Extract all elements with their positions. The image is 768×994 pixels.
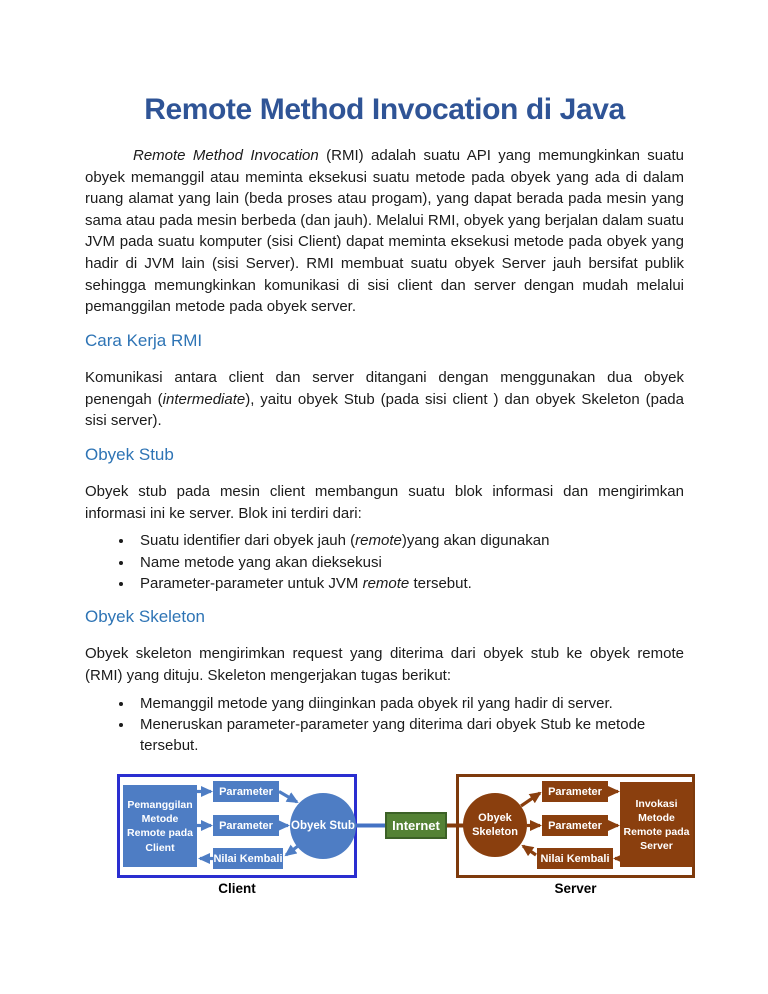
- client-return-box: Nilai Kembali: [213, 848, 283, 870]
- list-item: Name metode yang akan dieksekusi: [134, 552, 684, 573]
- client-label: Client: [218, 881, 256, 897]
- stub-bullet3-run3: tersebut.: [409, 574, 472, 592]
- intro-paragraph: Remote Method Invocation (RMI) adalah su…: [85, 145, 684, 318]
- server-label: Server: [554, 881, 597, 897]
- internet-node: Internet: [385, 812, 447, 840]
- skeleton-bullet-list: Memanggil metode yang diinginkan pada ob…: [85, 693, 684, 757]
- stub-bullet1-italic: remote: [355, 532, 402, 550]
- heading-cara-kerja-rmi: Cara Kerja RMI: [85, 330, 203, 350]
- obyek-skeleton-circle: Obyek Skeleton: [463, 793, 527, 858]
- cara-kerja-paragraph: Komunikasi antara client dan server dita…: [85, 367, 684, 432]
- stub-bullet3-italic: remote: [362, 574, 410, 592]
- cara-kerja-run-1: Komunikasi antara client dan server dita…: [85, 369, 684, 408]
- list-item: Parameter-parameter untuk JVM remote ter…: [134, 573, 684, 594]
- obyek-skeleton-paragraph: Obyek skeleton mengirimkan request yang …: [85, 645, 684, 684]
- document-body: Remote Method Invocation di Java Remote …: [0, 0, 768, 902]
- client-parameter-box-2: Parameter: [213, 815, 279, 837]
- server-return-box: Nilai Kembali: [537, 848, 613, 870]
- cara-kerja-italic-run: intermediate: [162, 390, 246, 408]
- obyek-stub-circle: Obyek Stub: [290, 793, 356, 860]
- list-item: Memanggil metode yang diinginkan pada ob…: [134, 693, 684, 714]
- list-item: Suatu identifier dari obyek jauh (remote…: [134, 530, 684, 551]
- list-item: Meneruskan parameter-parameter yang dite…: [134, 714, 684, 757]
- diagram-arrows: [197, 786, 625, 865]
- client-invoker-box: Pemanggilan Metode Remote pada Client: [123, 785, 197, 868]
- cara-kerja-run-3: ), yaitu obyek Stub (pada sisi client ) …: [85, 390, 684, 430]
- server-invoker-box: Invokasi Metode Remote pada Server: [620, 782, 693, 868]
- rmi-architecture-diagram: Pemanggilan Metode Remote pada Client Pa…: [85, 774, 697, 902]
- obyek-stub-paragraph: Obyek stub pada mesin client membangun s…: [85, 483, 684, 522]
- client-parameter-box-1: Parameter: [213, 781, 279, 803]
- heading-obyek-skeleton: Obyek Skeleton: [85, 607, 206, 627]
- stub-bullet-list: Suatu identifier dari obyek jauh (remote…: [85, 530, 684, 594]
- intro-italic-run: Remote Method Invocation: [133, 147, 319, 164]
- page-title: Remote Method Invocation di Java: [144, 93, 625, 126]
- server-parameter-box-1: Parameter: [542, 781, 608, 803]
- stub-bullet1-run3: )yang akan digunakan: [401, 532, 550, 550]
- stub-bullet3-run1: Parameter-parameter untuk JVM: [140, 574, 363, 592]
- heading-obyek-stub: Obyek Stub: [85, 444, 174, 464]
- intro-text-run: (RMI) adalah suatu API yang memungkinkan…: [85, 147, 684, 316]
- stub-bullet1-run1: Suatu identifier dari obyek jauh (: [140, 532, 356, 550]
- server-parameter-box-2: Parameter: [542, 815, 608, 837]
